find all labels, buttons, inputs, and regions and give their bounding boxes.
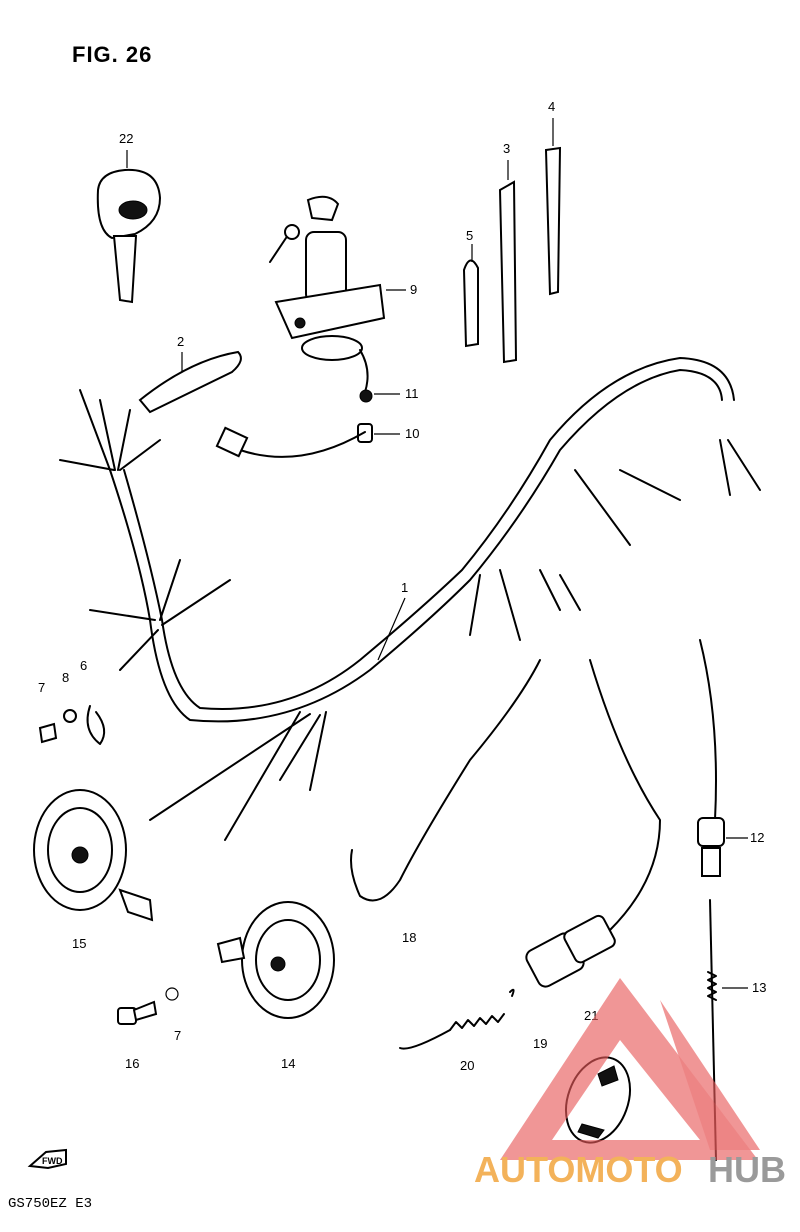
harness-clamp-plate — [138, 350, 242, 414]
callout-2: 2 — [177, 334, 184, 349]
callout-18: 18 — [402, 930, 416, 945]
callout-8: 8 — [62, 670, 69, 685]
watermark-text-left: AUTOMOTO — [474, 1149, 683, 1190]
callout-5: 5 — [466, 228, 473, 243]
fwd-arrow-icon: FWD — [27, 1148, 67, 1170]
callout-13: 13 — [752, 980, 766, 995]
sensor-12-13 — [697, 639, 725, 1161]
callout-15: 15 — [72, 936, 86, 951]
screw-washer-clip — [38, 705, 106, 745]
watermark-logo — [500, 978, 760, 1160]
ignition-switch — [269, 195, 386, 393]
callout-22: 22 — [119, 131, 133, 146]
callout-10: 10 — [405, 426, 419, 441]
callout-12: 12 — [750, 830, 764, 845]
model-code: GS750EZ E3 — [8, 1196, 93, 1212]
watermark-text-right: HUB — [708, 1149, 786, 1190]
callout-1: 1 — [401, 580, 408, 595]
ignition-key — [96, 168, 162, 304]
callout-16: 16 — [125, 1056, 139, 1071]
figure-title: FIG. 26 — [72, 42, 153, 67]
bolt-16 — [117, 987, 179, 1025]
horn-15 — [33, 789, 154, 922]
sub-harness-18 — [350, 659, 541, 902]
switch-19 — [525, 659, 661, 988]
callout-3: 3 — [503, 141, 510, 156]
fwd-label: FWD — [42, 1156, 63, 1166]
cable-ties — [462, 146, 562, 364]
callout-7b: 7 — [174, 1028, 181, 1043]
callout-6: 6 — [80, 658, 87, 673]
callout-19: 19 — [533, 1036, 547, 1051]
callout-9: 9 — [410, 282, 417, 297]
callout-11: 11 — [405, 386, 419, 401]
wiring-harness — [59, 357, 761, 841]
connector-10-11 — [215, 389, 373, 458]
horn-14 — [216, 901, 335, 1019]
callout-14: 14 — [281, 1056, 295, 1071]
callout-7: 7 — [38, 680, 45, 695]
spring-20 — [399, 988, 515, 1050]
callout-20: 20 — [460, 1058, 474, 1073]
callout-4: 4 — [548, 99, 555, 114]
